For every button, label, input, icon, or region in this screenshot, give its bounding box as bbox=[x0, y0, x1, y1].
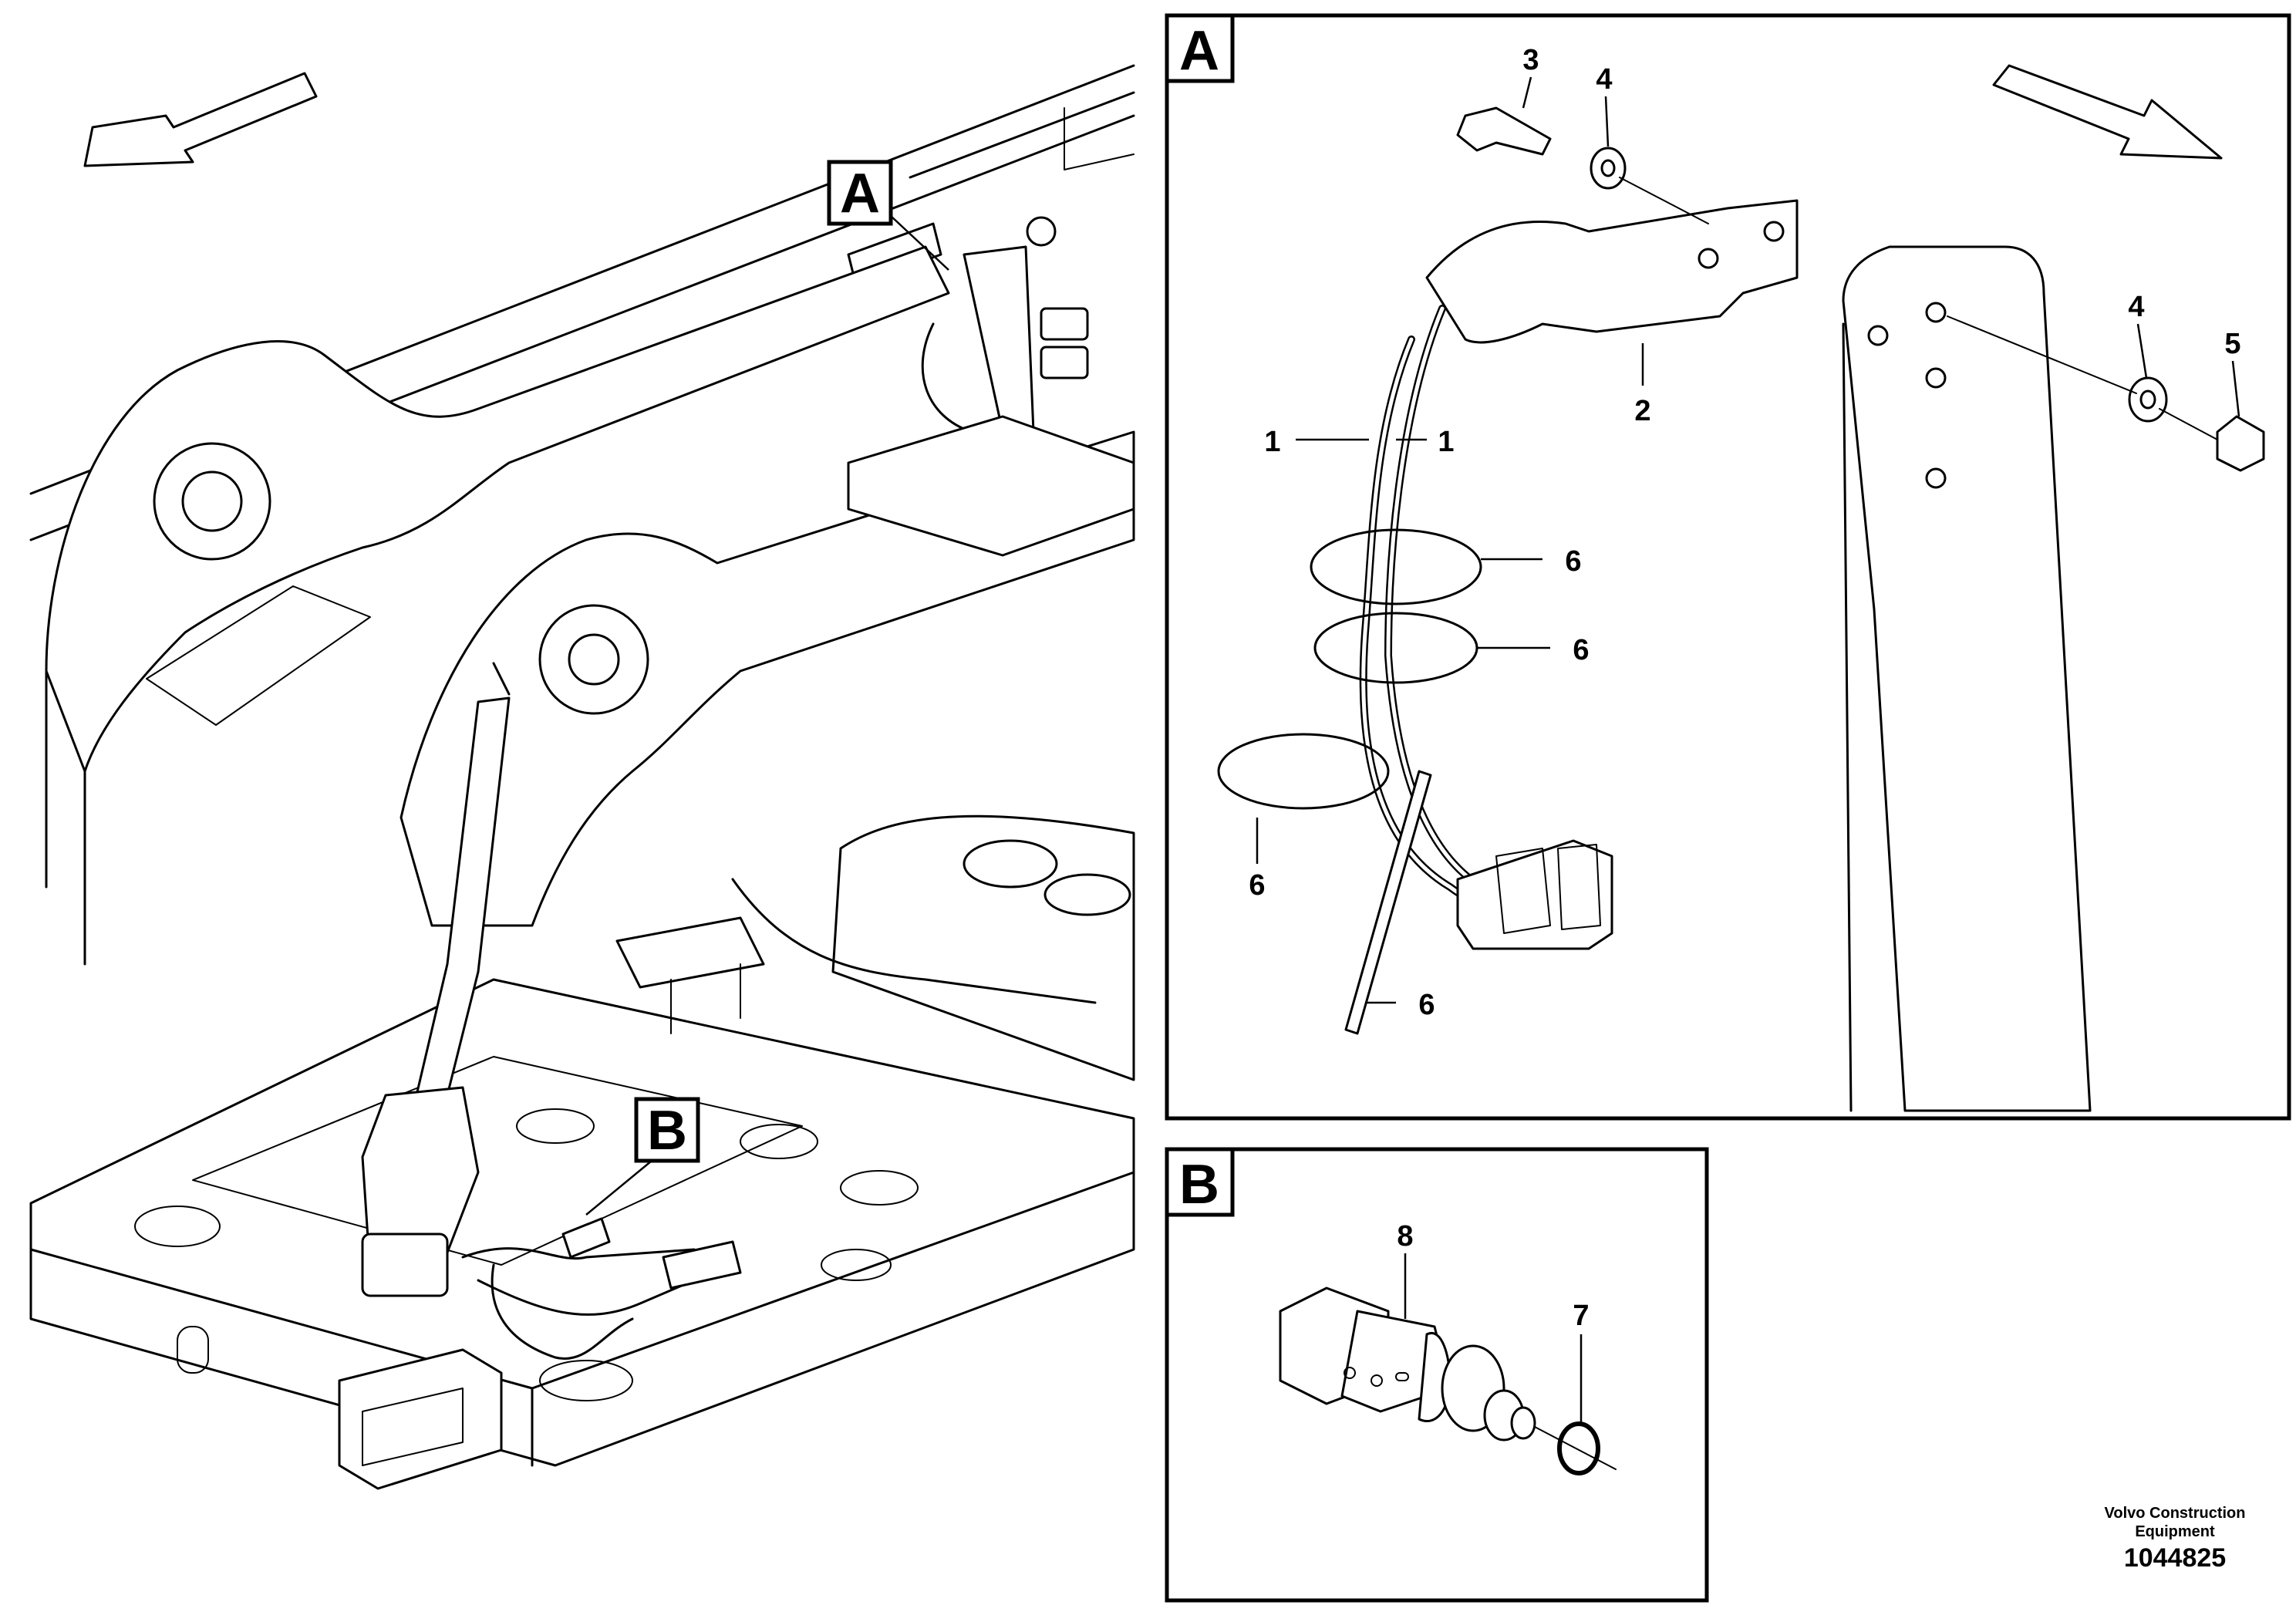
screw bbox=[1456, 106, 1552, 156]
detail-b-panel: B 8 7 bbox=[1165, 1147, 1709, 1603]
step-box bbox=[338, 1348, 503, 1490]
direction-arrow-overview bbox=[83, 72, 318, 167]
pressure-sensor bbox=[1279, 1286, 1536, 1442]
o-ring bbox=[1557, 1421, 1600, 1475]
boom-arm-upper bbox=[45, 245, 950, 773]
callout-b-label: B bbox=[647, 1100, 687, 1162]
label-6-b: 6 bbox=[1573, 634, 1589, 666]
label-1-right: 1 bbox=[1438, 426, 1454, 458]
detail-b-tag: B bbox=[1179, 1154, 1219, 1216]
direction-arrow-detail bbox=[1992, 64, 2223, 160]
label-6-d: 6 bbox=[1418, 989, 1435, 1021]
detail-a-tag: A bbox=[1179, 20, 1219, 82]
brand-block: Volvo Construction Equipment 1044825 bbox=[2082, 1504, 2267, 1575]
label-1-left: 1 bbox=[1264, 426, 1280, 458]
detail-a-panel: A bbox=[1165, 13, 2291, 1121]
cable-tie-4 bbox=[1344, 770, 1432, 1035]
cable-tie-1 bbox=[1310, 528, 1482, 605]
nut bbox=[2216, 415, 2265, 472]
callout-b: B bbox=[585, 1097, 700, 1216]
label-5: 5 bbox=[2224, 328, 2240, 360]
drawing-number: 1044825 bbox=[2123, 1543, 2227, 1573]
overview-illustration: A B bbox=[29, 64, 1135, 1490]
label-4-right: 4 bbox=[2128, 291, 2144, 323]
label-2: 2 bbox=[1634, 395, 1650, 427]
label-6-c: 6 bbox=[1249, 869, 1265, 902]
label-8: 8 bbox=[1397, 1220, 1413, 1253]
brand-line-1: Volvo Construction bbox=[2104, 1505, 2246, 1522]
bracket bbox=[1425, 199, 1799, 344]
callout-a-label: A bbox=[840, 163, 880, 224]
label-7: 7 bbox=[1573, 1300, 1589, 1332]
brand-line-2: Equipment bbox=[2135, 1523, 2215, 1540]
label-4-top: 4 bbox=[1596, 63, 1612, 96]
connector bbox=[1456, 839, 1613, 950]
mounting-plate bbox=[1842, 245, 2092, 1112]
boom-arm-lower bbox=[400, 430, 1135, 927]
label-3: 3 bbox=[1522, 44, 1539, 76]
callout-a: A bbox=[827, 160, 949, 271]
cable-tie-3 bbox=[1217, 733, 1390, 810]
label-6-a: 6 bbox=[1565, 545, 1581, 578]
lower-frame bbox=[29, 978, 1135, 1467]
